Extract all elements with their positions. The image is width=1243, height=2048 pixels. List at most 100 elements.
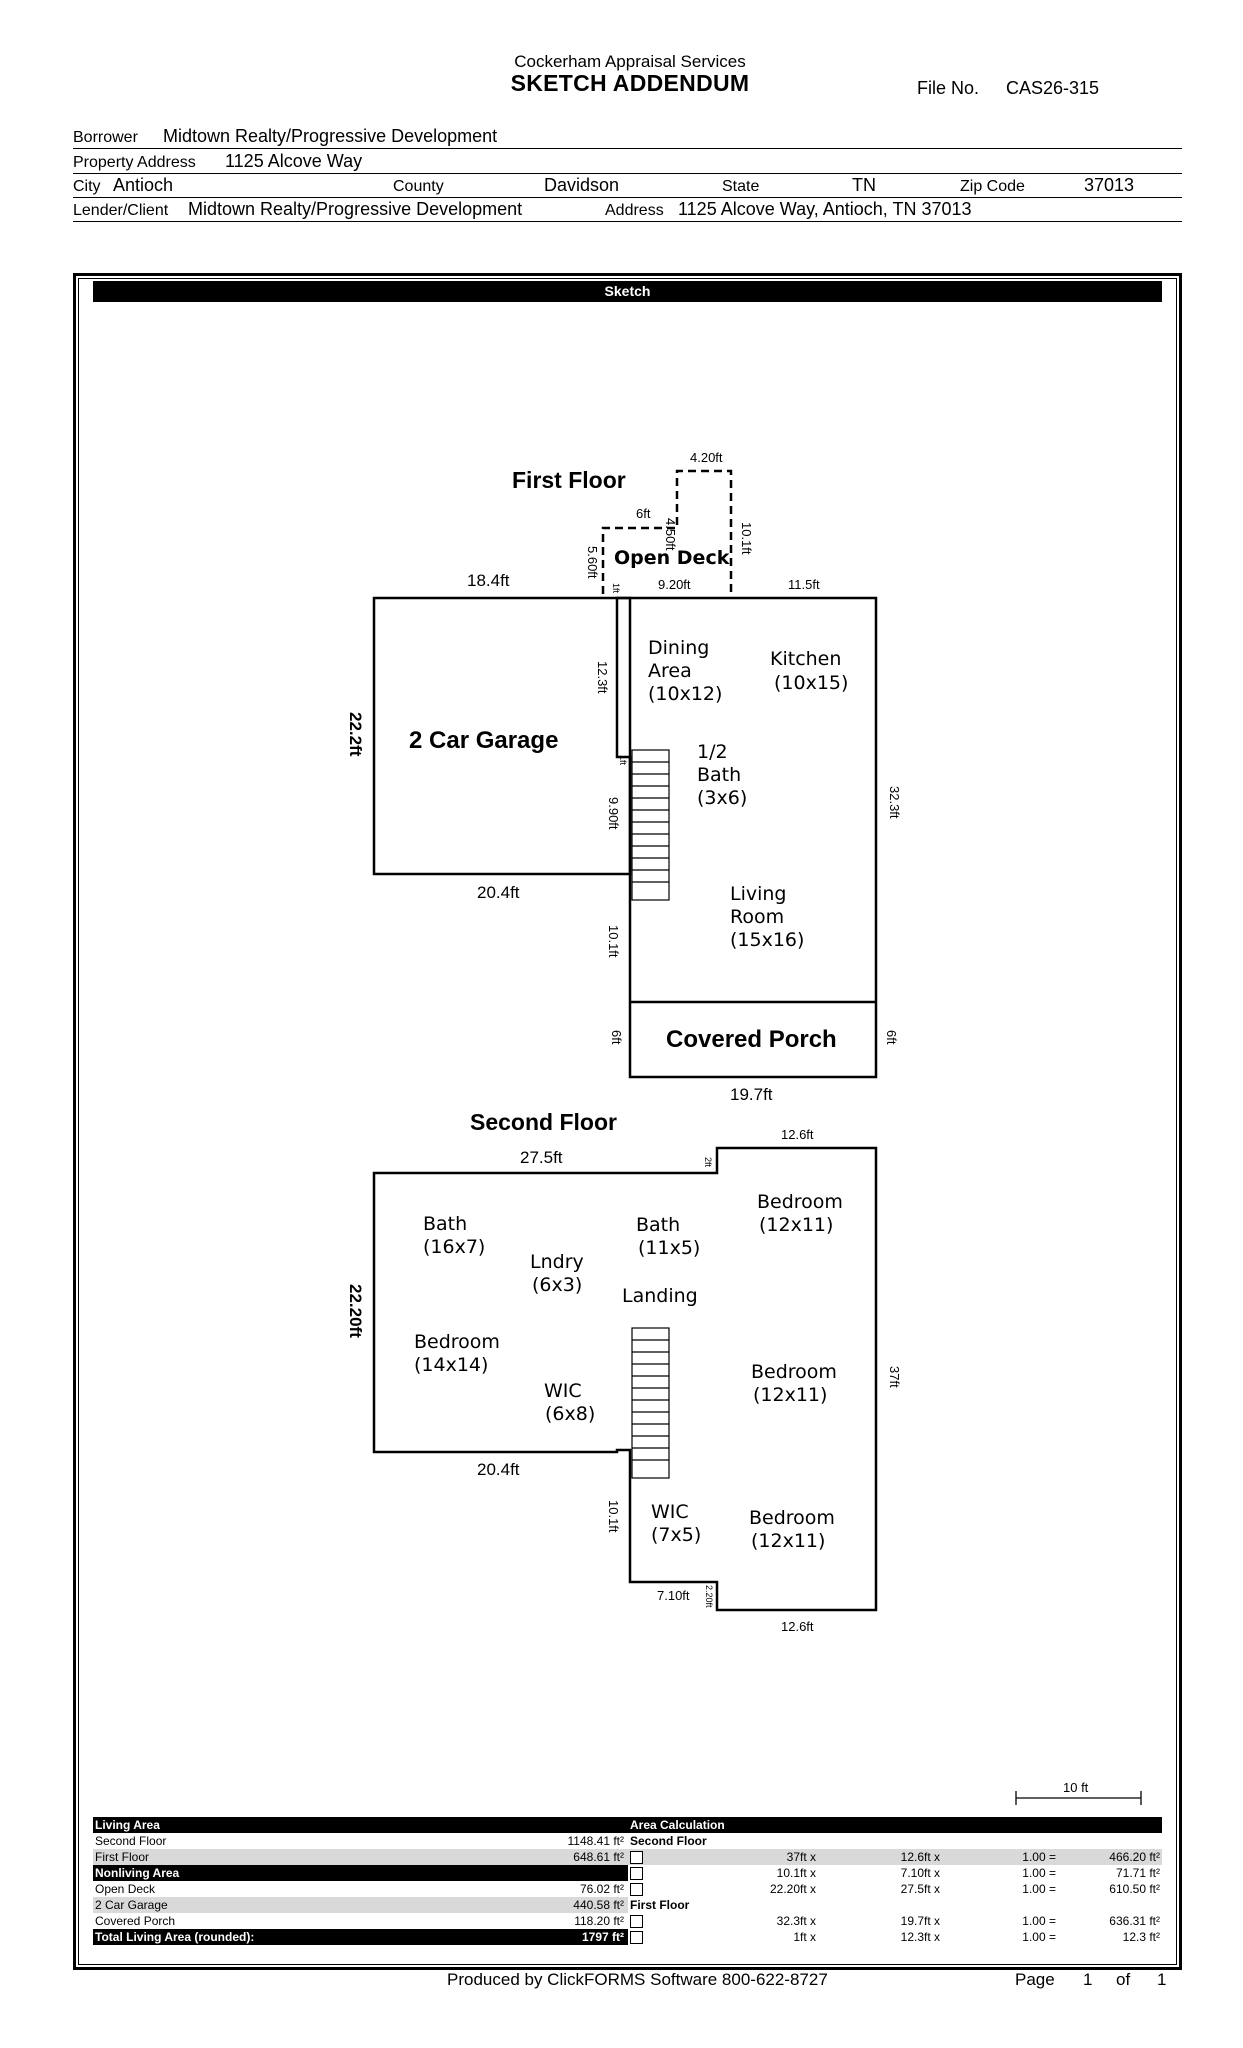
room-half-bath-line2: Bath [697, 764, 741, 786]
room-living-line3: (15x16) [730, 929, 804, 951]
sketch-frame-inner [78, 278, 1177, 1965]
city-label: City [73, 178, 101, 195]
dim-deck-left: 5.60ft [585, 546, 600, 579]
room-dining-line3: (10x12) [648, 683, 722, 705]
calc-section: First Floor [628, 1897, 1162, 1913]
room-open-deck: Open Deck [614, 547, 730, 569]
address-label: Address [605, 202, 664, 219]
dim-porch-bottom: 19.7ft [730, 1085, 773, 1104]
room-bedroom3-line2: (12x11) [753, 1384, 827, 1406]
room-kitchen-line2: (10x15) [774, 672, 848, 694]
dim-2f-lower-side: 10.1ft [606, 1500, 621, 1533]
room-bedroom2-line2: (14x14) [414, 1354, 488, 1376]
divider [73, 221, 1182, 222]
dim-garage-side: 22.2ft [346, 712, 365, 757]
borrower-label: Borrower [73, 129, 138, 146]
room-bedroom4-line1: Bedroom [749, 1507, 835, 1529]
divider [73, 173, 1182, 174]
room-covered-porch: Covered Porch [666, 1026, 837, 1053]
checkbox[interactable] [630, 1883, 643, 1897]
of-label: of [1116, 1970, 1131, 1989]
stairs-second-floor [631, 1327, 670, 1479]
dim-deck-tiny: 1ft [611, 583, 621, 594]
county-label: County [393, 178, 444, 195]
lender-label: Lender/Client [73, 202, 169, 219]
county-value: Davidson [544, 175, 620, 195]
checkbox[interactable] [630, 1851, 643, 1865]
property-address-label: Property Address [73, 154, 196, 171]
dim-deck-step: 6ft [636, 506, 651, 521]
dim-dining-side: 12.3ft [595, 661, 610, 694]
divider [73, 197, 1182, 198]
room-bath2-line1: Bath [636, 1214, 680, 1236]
room-dining-line1: Dining [648, 637, 709, 659]
page-number: 1 [1083, 1970, 1093, 1989]
room-wic1-line1: WIC [544, 1380, 582, 1402]
calc-section: Second Floor [630, 1834, 707, 1848]
dim-garage-top: 18.4ft [467, 571, 510, 590]
dim-2f-top-right: 12.6ft [781, 1127, 814, 1142]
dim-2f-tiny-bottom: 2.20ft [704, 1585, 714, 1608]
room-half-bath-line1: 1/2 [697, 741, 728, 763]
dim-2f-tiny-top: 2ft [703, 1157, 713, 1168]
room-bedroom3-line1: Bedroom [751, 1361, 837, 1383]
stairs-first-floor [631, 749, 670, 901]
dim-2f-right-side: 37ft [887, 1366, 902, 1388]
room-landing: Landing [622, 1285, 698, 1307]
lender-value: Midtown Realty/Progressive Development [188, 199, 523, 219]
checkbox[interactable] [630, 1931, 643, 1945]
room-wic2-line1: WIC [651, 1501, 689, 1523]
room-kitchen-line1: Kitchen [770, 648, 841, 670]
second-floor-title: Second Floor [470, 1109, 617, 1135]
company-name: Cockerham Appraisal Services [514, 52, 746, 71]
dim-2f-bottom-mid: 7.10ft [657, 1588, 690, 1603]
checkbox[interactable] [630, 1915, 643, 1929]
file-no-label: File No. [917, 78, 980, 98]
room-living-line2: Room [730, 906, 784, 928]
room-wic1-line2: (6x8) [545, 1403, 595, 1425]
state-value: TN [852, 175, 876, 195]
room-bath1-line1: Bath [423, 1213, 467, 1235]
first-floor-title: First Floor [512, 467, 626, 493]
area-table: Living Area Area Calculation Second Floo… [93, 1817, 1162, 1945]
first-floor-outline [615, 596, 878, 1079]
room-wic2-line2: (7x5) [651, 1524, 701, 1546]
checkbox[interactable] [630, 1867, 643, 1881]
area-calc-header: Area Calculation [628, 1817, 1162, 1833]
city-value: Antioch [113, 175, 174, 195]
sketch-title-bar: Sketch [93, 281, 1162, 302]
file-no: CAS26-315 [1006, 78, 1100, 98]
page-label: Page [1015, 1970, 1055, 1989]
dim-deck-top: 4.20ft [690, 450, 723, 465]
scale-bar [1015, 1791, 1142, 1805]
page-title: SKETCH ADDENDUM [510, 70, 750, 96]
dim-right-side: 32.3ft [887, 786, 902, 819]
address-value: 1125 Alcove Way, Antioch, TN 37013 [678, 199, 972, 219]
zip-label: Zip Code [960, 178, 1025, 195]
room-living-line1: Living [730, 883, 787, 905]
zip-value: 37013 [1084, 175, 1135, 195]
property-address-value: 1125 Alcove Way [225, 151, 363, 171]
garage-outline [372, 596, 632, 876]
dim-porch-right: 6ft [884, 1030, 899, 1045]
total-living-area: Total Living Area (rounded):1797 ft² [93, 1929, 628, 1945]
dim-garage-bottom: 20.4ft [477, 883, 520, 902]
second-floor-outline [372, 1146, 878, 1612]
borrower-value: Midtown Realty/Progressive Development [163, 126, 498, 146]
dim-living-side: 10.1ft [606, 925, 621, 958]
dim-deck-side: 4.50ft [663, 518, 678, 551]
room-bedroom1-line2: (12x11) [759, 1214, 833, 1236]
dim-2f-bottom-right: 12.6ft [781, 1619, 814, 1634]
room-bedroom2-line1: Bedroom [414, 1331, 500, 1353]
room-bath2-line2: (11x5) [638, 1237, 700, 1259]
produced-by: Produced by ClickFORMS Software 800-622-… [447, 1970, 828, 1989]
room-bedroom1-line1: Bedroom [757, 1191, 843, 1213]
nonliving-area-header: Nonliving Area [93, 1865, 628, 1881]
room-bedroom4-line2: (12x11) [751, 1530, 825, 1552]
open-deck-outline [601, 469, 733, 594]
